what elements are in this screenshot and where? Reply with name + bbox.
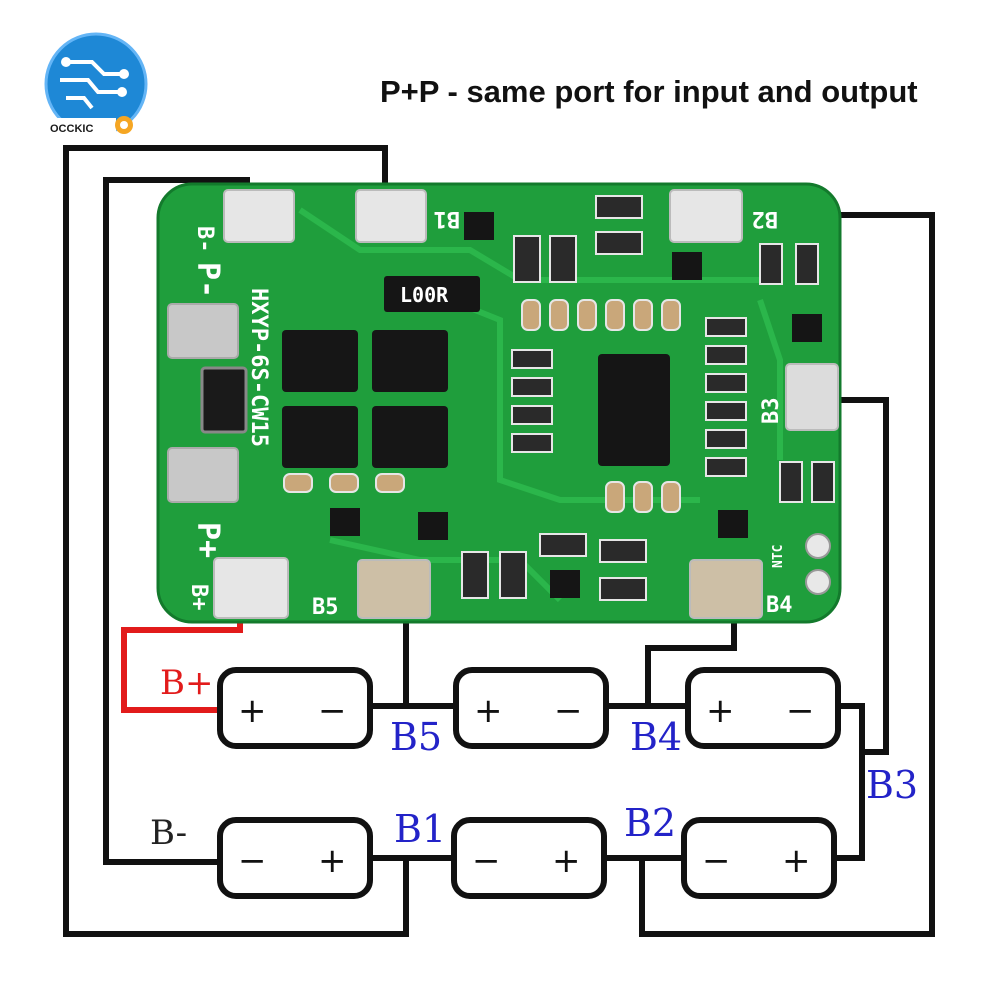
label-b4: B4	[630, 715, 682, 759]
shunt-resistor	[384, 276, 480, 312]
pad-b5	[357, 559, 431, 619]
mosfet	[282, 406, 358, 468]
silk-b3: B3	[759, 398, 784, 425]
cell-minus: −	[702, 841, 731, 881]
cell-plus: +	[782, 841, 811, 881]
page-title: P+P - same port for input and output	[380, 74, 918, 109]
cell-plus: +	[552, 841, 581, 881]
cell-minus: −	[238, 841, 267, 881]
battery-cell	[217, 667, 373, 749]
cell-plus: +	[238, 691, 267, 731]
silk-p-minus: P-	[190, 262, 225, 298]
wire-b4	[645, 600, 737, 706]
cell-plus: +	[474, 691, 503, 731]
battery-cell	[453, 667, 609, 749]
cell-minus: −	[472, 841, 501, 881]
diode	[200, 366, 248, 434]
pad-b3	[785, 363, 839, 431]
battery-cell	[451, 817, 607, 899]
mosfet	[282, 330, 358, 392]
brand-logo: OCCKIC	[44, 32, 148, 136]
pad-b-plus	[213, 557, 289, 619]
cell-plus: +	[318, 841, 347, 881]
cell-plus: +	[706, 691, 735, 731]
shunt-resistor-label: L00R	[400, 283, 449, 307]
label-b-plus: B+	[160, 663, 213, 703]
battery-cell	[681, 817, 837, 899]
label-b-minus: B-	[150, 813, 187, 853]
label-b1: B1	[394, 807, 446, 851]
wire-b1	[63, 145, 409, 937]
logo-text: OCCKIC	[50, 123, 93, 135]
ntc-pad-2	[805, 569, 831, 595]
silk-p-plus: P+	[190, 522, 225, 558]
silk-b-minus: B-	[192, 226, 217, 253]
silk-ntc: NTC	[771, 545, 786, 568]
silk-b-plus: B+	[186, 584, 211, 611]
label-b3: B3	[866, 763, 918, 807]
black-wires	[63, 145, 935, 937]
pad-b-minus	[223, 189, 295, 243]
silk-b2: B2	[752, 206, 779, 231]
cells-bottom-row: − + − + − +	[217, 817, 837, 899]
pad-p-minus	[167, 303, 239, 359]
wire-b3	[820, 397, 889, 755]
cell-minus: −	[554, 691, 583, 731]
controller-ic	[598, 354, 670, 466]
wire-b2	[639, 212, 935, 937]
pad-p-plus	[167, 447, 239, 503]
mosfet	[372, 330, 448, 392]
cells-top-row: + − + − + −	[217, 667, 841, 749]
pad-b4	[689, 559, 763, 619]
cell-minus: −	[786, 691, 815, 731]
silk-b4: B4	[766, 593, 793, 618]
silk-b1: B1	[434, 206, 461, 231]
label-b2: B2	[624, 801, 676, 845]
silk-model: HXYP-6S-CW15	[246, 288, 271, 447]
mosfet	[372, 406, 448, 468]
cell-minus: −	[318, 691, 347, 731]
battery-cell	[685, 667, 841, 749]
label-b5: B5	[390, 715, 442, 759]
battery-cell	[217, 817, 373, 899]
ntc-pad-1	[805, 533, 831, 559]
pcb-board: L00R	[156, 182, 842, 624]
pad-b2	[669, 189, 743, 243]
link-b3	[836, 703, 865, 861]
pad-b1	[355, 189, 427, 243]
silk-b5: B5	[312, 595, 339, 620]
